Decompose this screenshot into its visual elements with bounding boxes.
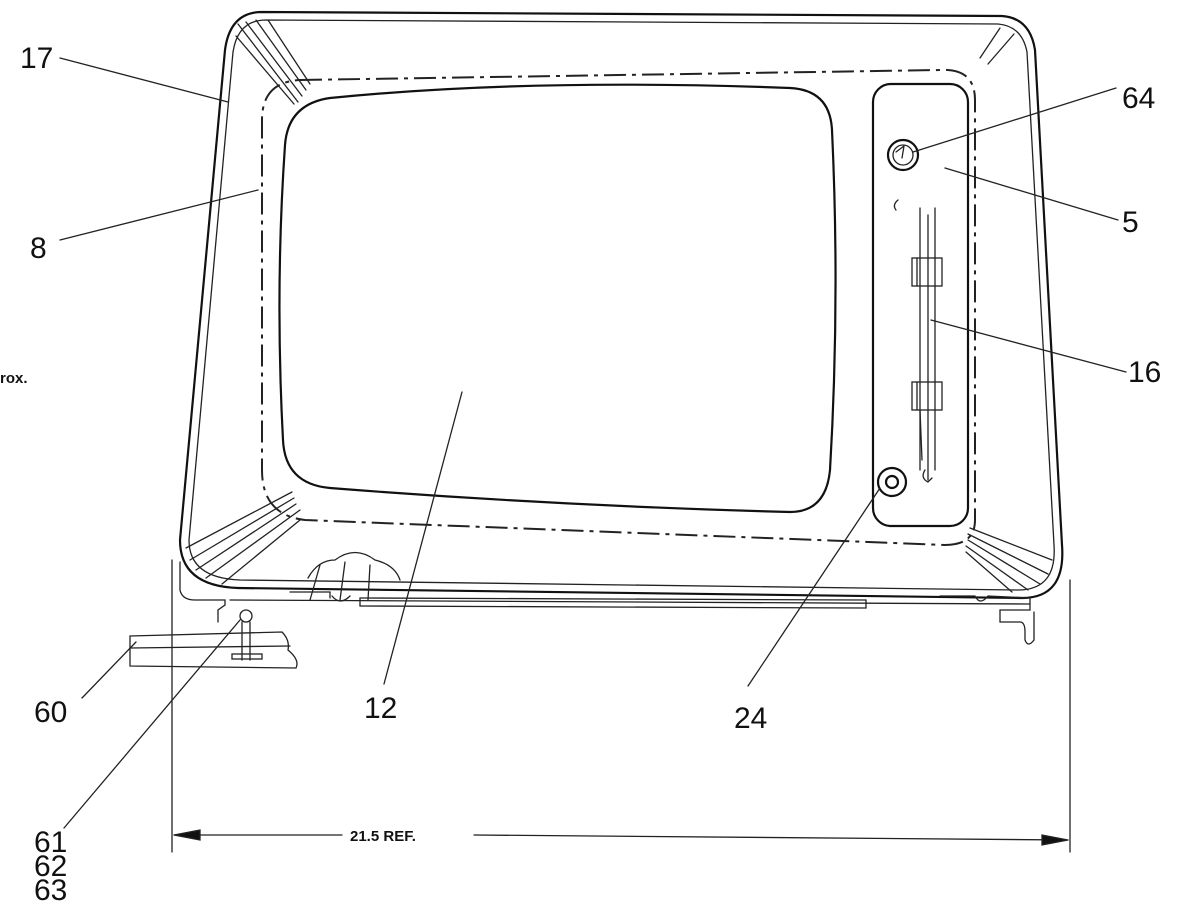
leader-lines bbox=[59, 57, 1127, 829]
cabinet-inner-outline bbox=[188, 19, 1055, 591]
tuning-slide bbox=[911, 207, 943, 483]
picture-screen bbox=[278, 83, 837, 514]
control-knob-top-inner bbox=[892, 144, 914, 166]
callout-16: 16 bbox=[1128, 356, 1161, 389]
cabinet-outline bbox=[178, 10, 1064, 600]
left-bracket bbox=[179, 561, 263, 661]
corner-shading-top-left bbox=[235, 19, 311, 105]
dimension-label: 21.5 REF. bbox=[350, 828, 416, 845]
mounting-rail-60 bbox=[129, 631, 298, 669]
control-knob-top bbox=[886, 138, 920, 172]
callout-17: 17 bbox=[20, 42, 53, 75]
small-hook-mark bbox=[893, 199, 899, 211]
callout-8: 8 bbox=[30, 232, 47, 265]
right-foot bbox=[939, 595, 1035, 645]
dimension-line bbox=[171, 559, 1071, 853]
control-panel bbox=[871, 82, 970, 528]
corner-shading-top-right bbox=[979, 27, 1015, 65]
base-rail bbox=[229, 551, 1031, 609]
callout-61: 61 bbox=[34, 826, 67, 859]
mask-outline bbox=[261, 68, 976, 547]
knob-pointer-top bbox=[895, 144, 905, 159]
callout-63: 63 bbox=[34, 874, 67, 906]
callout-64: 64 bbox=[1122, 82, 1155, 115]
callout-62: 62 bbox=[34, 850, 67, 883]
callout-5: 5 bbox=[1122, 206, 1139, 239]
callout-12: 12 bbox=[364, 692, 397, 725]
control-knob-bottom-inner bbox=[884, 474, 900, 490]
corner-shading-bottom-right bbox=[965, 527, 1053, 593]
left-margin-text: rox. bbox=[0, 370, 28, 387]
callout-60: 60 bbox=[34, 696, 67, 729]
control-knob-bottom bbox=[876, 466, 908, 498]
callout-24: 24 bbox=[734, 702, 767, 735]
